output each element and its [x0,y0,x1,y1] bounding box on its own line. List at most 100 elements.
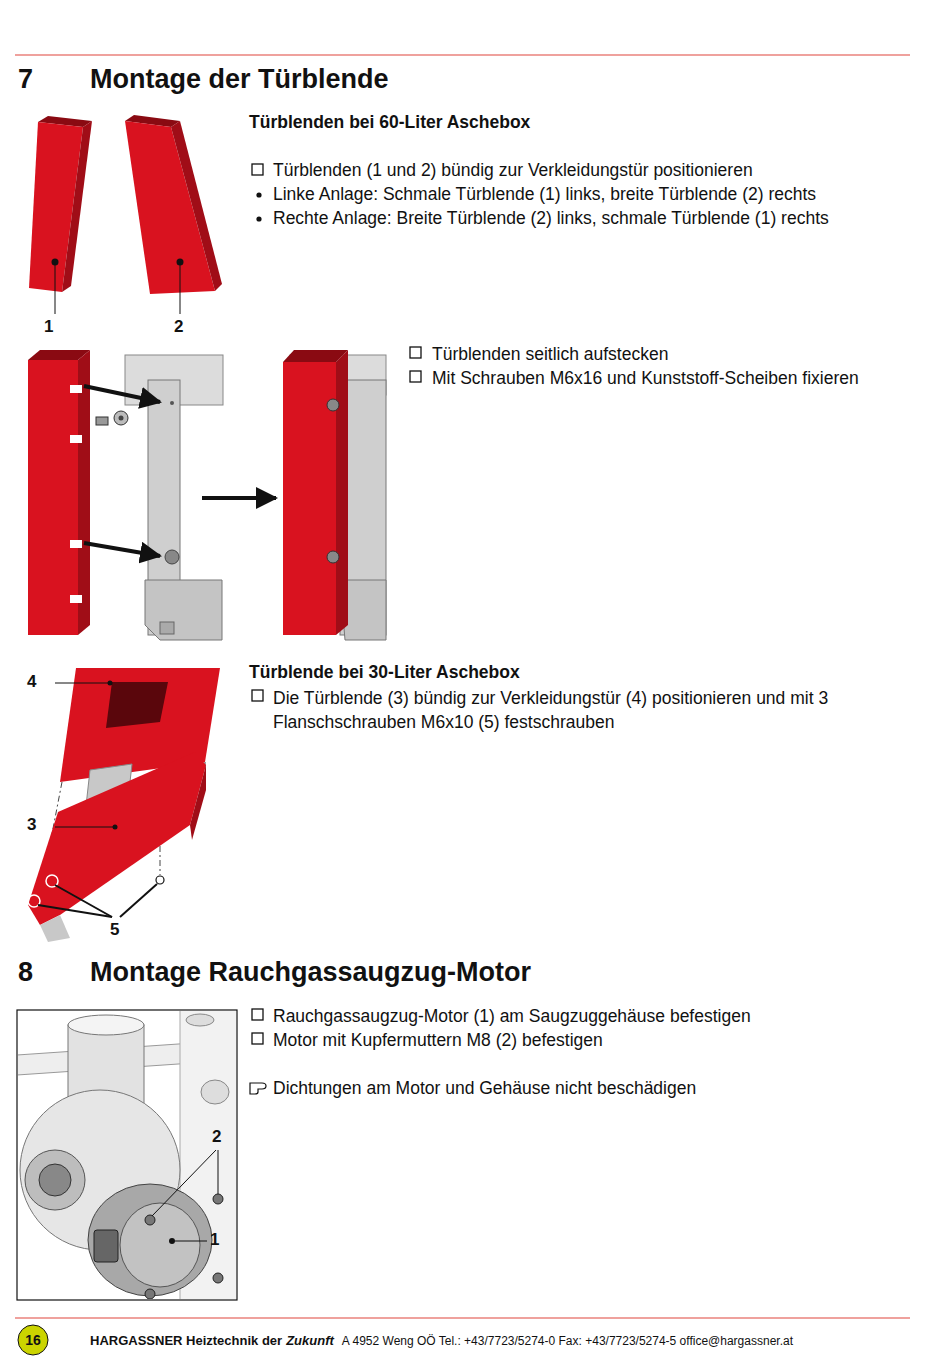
bolt [160,622,174,634]
instruction-bullet: Linke Anlage: Schmale Türblende (1) link… [273,184,816,205]
trim-side [336,350,348,635]
nut [145,1215,155,1225]
motor-leaders [152,1150,218,1241]
frame-bracket [145,580,222,640]
bullet [256,216,261,221]
footer-rule [15,1317,910,1318]
page-number-badge [18,1325,48,1355]
door-trim-parts [29,115,222,314]
fixed-screw [327,399,339,411]
header-rule [15,54,910,55]
callout-number: 2 [174,317,183,337]
door-window [106,682,168,728]
slot [70,595,82,603]
callout-number: 2 [212,1127,221,1147]
section-number: 7 [18,63,33,95]
leader-line [218,1150,219,1194]
leader-line [120,884,157,917]
callout-number: 5 [110,920,119,940]
leader-line [55,683,108,684]
footer-address: A 4952 Weng OÖ Tel.: +43/7723/5274-0 Fax… [342,1334,793,1348]
suction-motor [88,1184,212,1296]
checkbox [410,347,421,358]
trim-side [190,765,206,840]
callout-dot [169,1238,175,1244]
callout-number: 3 [27,815,36,835]
subheading: Türblenden bei 60-Liter Aschebox [249,112,530,133]
leader-line [55,827,115,828]
slot [70,385,82,393]
instruction-step: Türblenden (1 und 2) bündig zur Verkleid… [273,160,753,181]
callout-number: 1 [44,317,53,337]
direction-arrow [84,543,160,556]
screw [96,417,108,425]
pipe-stub [186,1014,214,1026]
leader-line [55,262,56,314]
screw-mark [156,876,164,884]
section-number: 8 [18,956,33,988]
washer-hole [119,416,124,421]
trim-slots [70,385,82,603]
motor-connector [94,1230,118,1262]
trim-side [62,121,92,292]
motor-figure [18,1011,236,1299]
mounting-step-left [28,350,276,640]
trim-foot [40,915,70,942]
bullet [256,192,261,197]
door-trim-30l [28,668,220,942]
step-arrow [202,496,276,500]
hand-icon [250,1083,266,1094]
hint-hand-icon [250,1083,266,1094]
callout-dot [113,825,118,830]
instruction-step: Mit Schrauben M6x16 und Kunststoff-Schei… [432,368,859,389]
screw-hole [170,401,174,405]
instruction-step: Die Türblende (3) bündig zur Verkleidung… [273,686,883,734]
page-number: 16 [19,1332,47,1349]
washer [114,411,128,425]
fan-wheel [25,1150,85,1210]
motor-cap [120,1203,200,1287]
door-trim [28,360,78,635]
subheading: Türblende bei 30-Liter Aschebox [249,662,520,683]
footer-company: HARGASSNER Heiztechnik der [90,1333,282,1349]
direction-arrow [84,386,160,402]
leader-lines-5 [38,884,157,917]
section-heading: Montage Rauchgassaugzug-Motor [90,956,531,988]
slot [70,540,82,548]
instruction-step: Türblenden seitlich aufstecken [432,344,668,365]
checkbox [252,164,263,175]
leader-line [175,1241,207,1242]
nut [145,1289,155,1299]
checkbox [252,690,263,701]
fan-hub [39,1164,71,1196]
checkbox [252,1033,263,1044]
screw-with-washer [96,411,128,425]
fixed-screw [327,551,339,563]
checkbox [252,1009,263,1020]
nut [213,1273,223,1283]
hint-note: Dichtungen am Motor und Gehäuse nicht be… [273,1078,696,1099]
callout-number: 4 [27,672,36,692]
flue-pipe-top [68,1015,144,1035]
checkbox-icons [252,164,421,1044]
screw-hole [165,550,179,564]
callout-dot [108,681,113,686]
mounting-step-right [283,350,386,640]
pipe-stub [201,1080,229,1104]
leader-line [38,905,112,917]
checkbox [410,371,421,382]
motor-figure-frame [17,1010,237,1300]
nut [213,1194,223,1204]
trim-side [171,121,222,291]
footer-slogan: Zukunft [286,1333,334,1349]
copper-nuts [145,1194,223,1299]
leader-line [152,1150,216,1216]
slot [70,435,82,443]
section-heading: Montage der Türblende [90,63,389,95]
callout-number: 1 [210,1230,219,1250]
trim-30l [28,752,206,925]
leader-line [180,262,181,314]
instruction-step: Rauchgassaugzug-Motor (1) am Saugzuggehä… [273,1006,751,1027]
